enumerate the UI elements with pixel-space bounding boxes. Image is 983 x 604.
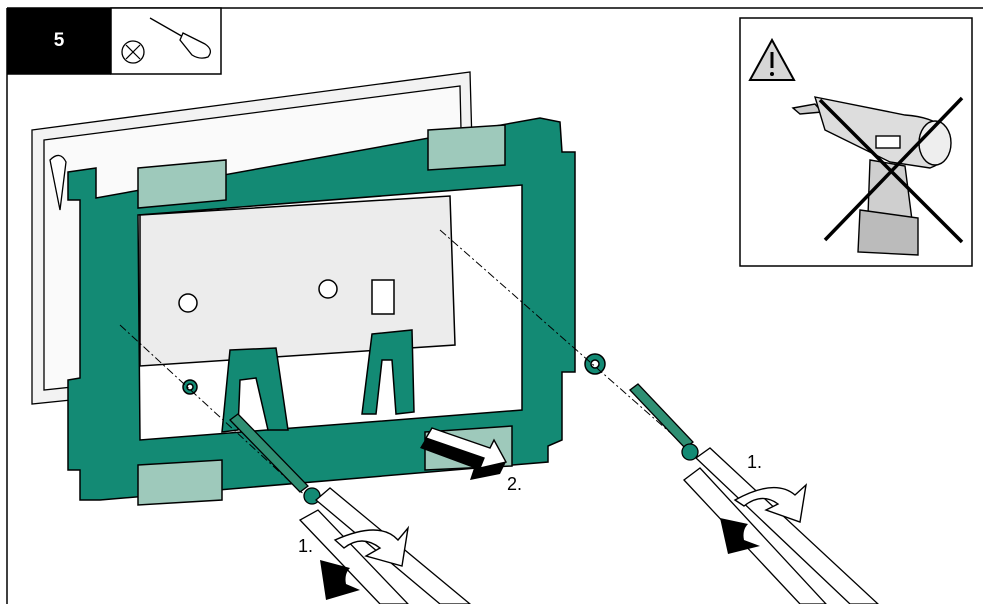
step-number: 5 [53, 30, 65, 51]
mounting-frame [67, 117, 606, 506]
rotation-arrow-icon [320, 525, 410, 600]
step-label-pull-frame: 2. [507, 474, 523, 494]
pull-arrow-icon [420, 427, 508, 480]
screwdriver-icon [110, 7, 222, 75]
right-screw [629, 383, 699, 461]
warning-triangle-icon [748, 37, 796, 81]
step-number-badge: 5 [7, 8, 111, 74]
step-label-unscrew-left: 1. [298, 536, 314, 556]
screw-axis [119, 229, 691, 501]
right-screwdriver [683, 447, 879, 604]
prohibition-cross [818, 96, 964, 244]
no-power-drill-icon [739, 17, 973, 267]
mounting-pad [137, 124, 513, 506]
step-label-unscrew-right: 1. [747, 452, 763, 472]
rotation-arrow-icon [720, 483, 808, 554]
